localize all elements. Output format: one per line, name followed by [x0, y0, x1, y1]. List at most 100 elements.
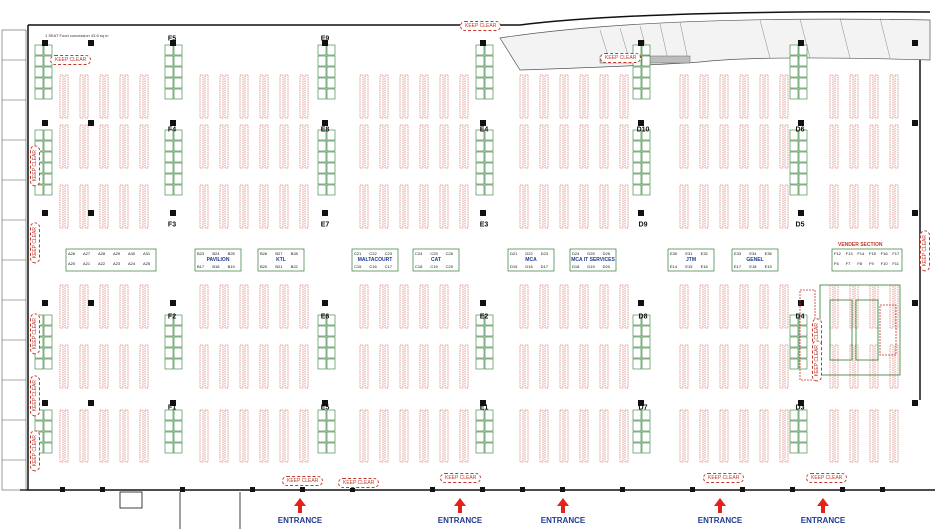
zone-block[interactable] — [731, 248, 779, 272]
booth[interactable] — [317, 336, 327, 348]
booth[interactable] — [798, 409, 808, 421]
booth[interactable] — [326, 358, 336, 370]
booth[interactable] — [484, 66, 494, 78]
zone-block[interactable] — [194, 248, 242, 272]
booth[interactable] — [475, 44, 485, 56]
booth[interactable] — [173, 173, 183, 185]
booth[interactable] — [317, 184, 327, 196]
booth[interactable] — [475, 420, 485, 432]
booth[interactable] — [475, 184, 485, 196]
booth[interactable] — [326, 314, 336, 326]
booth[interactable] — [173, 336, 183, 348]
booth[interactable] — [326, 44, 336, 56]
booth[interactable] — [484, 336, 494, 348]
booth[interactable] — [641, 442, 651, 454]
booth[interactable] — [484, 173, 494, 185]
booth[interactable] — [484, 140, 494, 152]
booth[interactable] — [641, 184, 651, 196]
booth[interactable] — [34, 77, 44, 89]
booth[interactable] — [326, 162, 336, 174]
booth[interactable] — [317, 162, 327, 174]
booth[interactable] — [164, 314, 174, 326]
booth[interactable] — [641, 140, 651, 152]
booth[interactable] — [164, 442, 174, 454]
booth[interactable] — [632, 325, 642, 337]
booth[interactable] — [641, 151, 651, 163]
zone-block[interactable] — [257, 248, 305, 272]
booth[interactable] — [43, 77, 53, 89]
booth[interactable] — [173, 140, 183, 152]
booth[interactable] — [789, 358, 799, 370]
booth[interactable] — [475, 129, 485, 141]
booth[interactable] — [43, 347, 53, 359]
booth[interactable] — [164, 173, 174, 185]
booth[interactable] — [43, 314, 53, 326]
booth[interactable] — [317, 420, 327, 432]
booth[interactable] — [641, 347, 651, 359]
booth[interactable] — [789, 336, 799, 348]
booth[interactable] — [317, 431, 327, 443]
booth[interactable] — [484, 184, 494, 196]
booth[interactable] — [43, 129, 53, 141]
booth[interactable] — [798, 431, 808, 443]
booth[interactable] — [475, 358, 485, 370]
booth[interactable] — [43, 66, 53, 78]
booth[interactable] — [789, 173, 799, 185]
booth[interactable] — [34, 358, 44, 370]
booth[interactable] — [173, 151, 183, 163]
booth[interactable] — [632, 442, 642, 454]
booth[interactable] — [641, 77, 651, 89]
booth[interactable] — [173, 129, 183, 141]
booth[interactable] — [632, 151, 642, 163]
booth[interactable] — [164, 77, 174, 89]
booth[interactable] — [632, 347, 642, 359]
booth[interactable] — [789, 431, 799, 443]
booth[interactable] — [484, 347, 494, 359]
zone-block[interactable] — [569, 248, 617, 272]
booth[interactable] — [632, 77, 642, 89]
booth[interactable] — [173, 420, 183, 432]
booth[interactable] — [632, 184, 642, 196]
booth[interactable] — [164, 162, 174, 174]
booth[interactable] — [475, 314, 485, 326]
booth[interactable] — [641, 409, 651, 421]
booth[interactable] — [632, 409, 642, 421]
booth[interactable] — [484, 162, 494, 174]
booth[interactable] — [798, 325, 808, 337]
booth[interactable] — [475, 173, 485, 185]
booth[interactable] — [789, 420, 799, 432]
booth[interactable] — [326, 129, 336, 141]
booth[interactable] — [475, 55, 485, 67]
booth[interactable] — [632, 129, 642, 141]
booth[interactable] — [173, 409, 183, 421]
booth[interactable] — [632, 431, 642, 443]
booth[interactable] — [641, 420, 651, 432]
entrance-label[interactable]: ENTRANCE — [800, 516, 846, 525]
booth[interactable] — [326, 88, 336, 100]
booth[interactable] — [164, 66, 174, 78]
booth[interactable] — [484, 55, 494, 67]
booth[interactable] — [164, 151, 174, 163]
booth[interactable] — [641, 431, 651, 443]
booth[interactable] — [475, 66, 485, 78]
booth[interactable] — [317, 173, 327, 185]
booth[interactable] — [641, 336, 651, 348]
booth[interactable] — [632, 66, 642, 78]
booth[interactable] — [475, 162, 485, 174]
booth[interactable] — [484, 129, 494, 141]
zone-block[interactable] — [412, 248, 460, 272]
booth[interactable] — [798, 314, 808, 326]
booth[interactable] — [43, 44, 53, 56]
booth[interactable] — [798, 442, 808, 454]
booth[interactable] — [34, 184, 44, 196]
booth[interactable] — [317, 140, 327, 152]
booth[interactable] — [326, 336, 336, 348]
booth[interactable] — [484, 409, 494, 421]
booth[interactable] — [484, 420, 494, 432]
booth[interactable] — [43, 420, 53, 432]
booth[interactable] — [173, 431, 183, 443]
booth[interactable] — [317, 66, 327, 78]
booth[interactable] — [475, 409, 485, 421]
booth[interactable] — [164, 140, 174, 152]
booth[interactable] — [632, 336, 642, 348]
